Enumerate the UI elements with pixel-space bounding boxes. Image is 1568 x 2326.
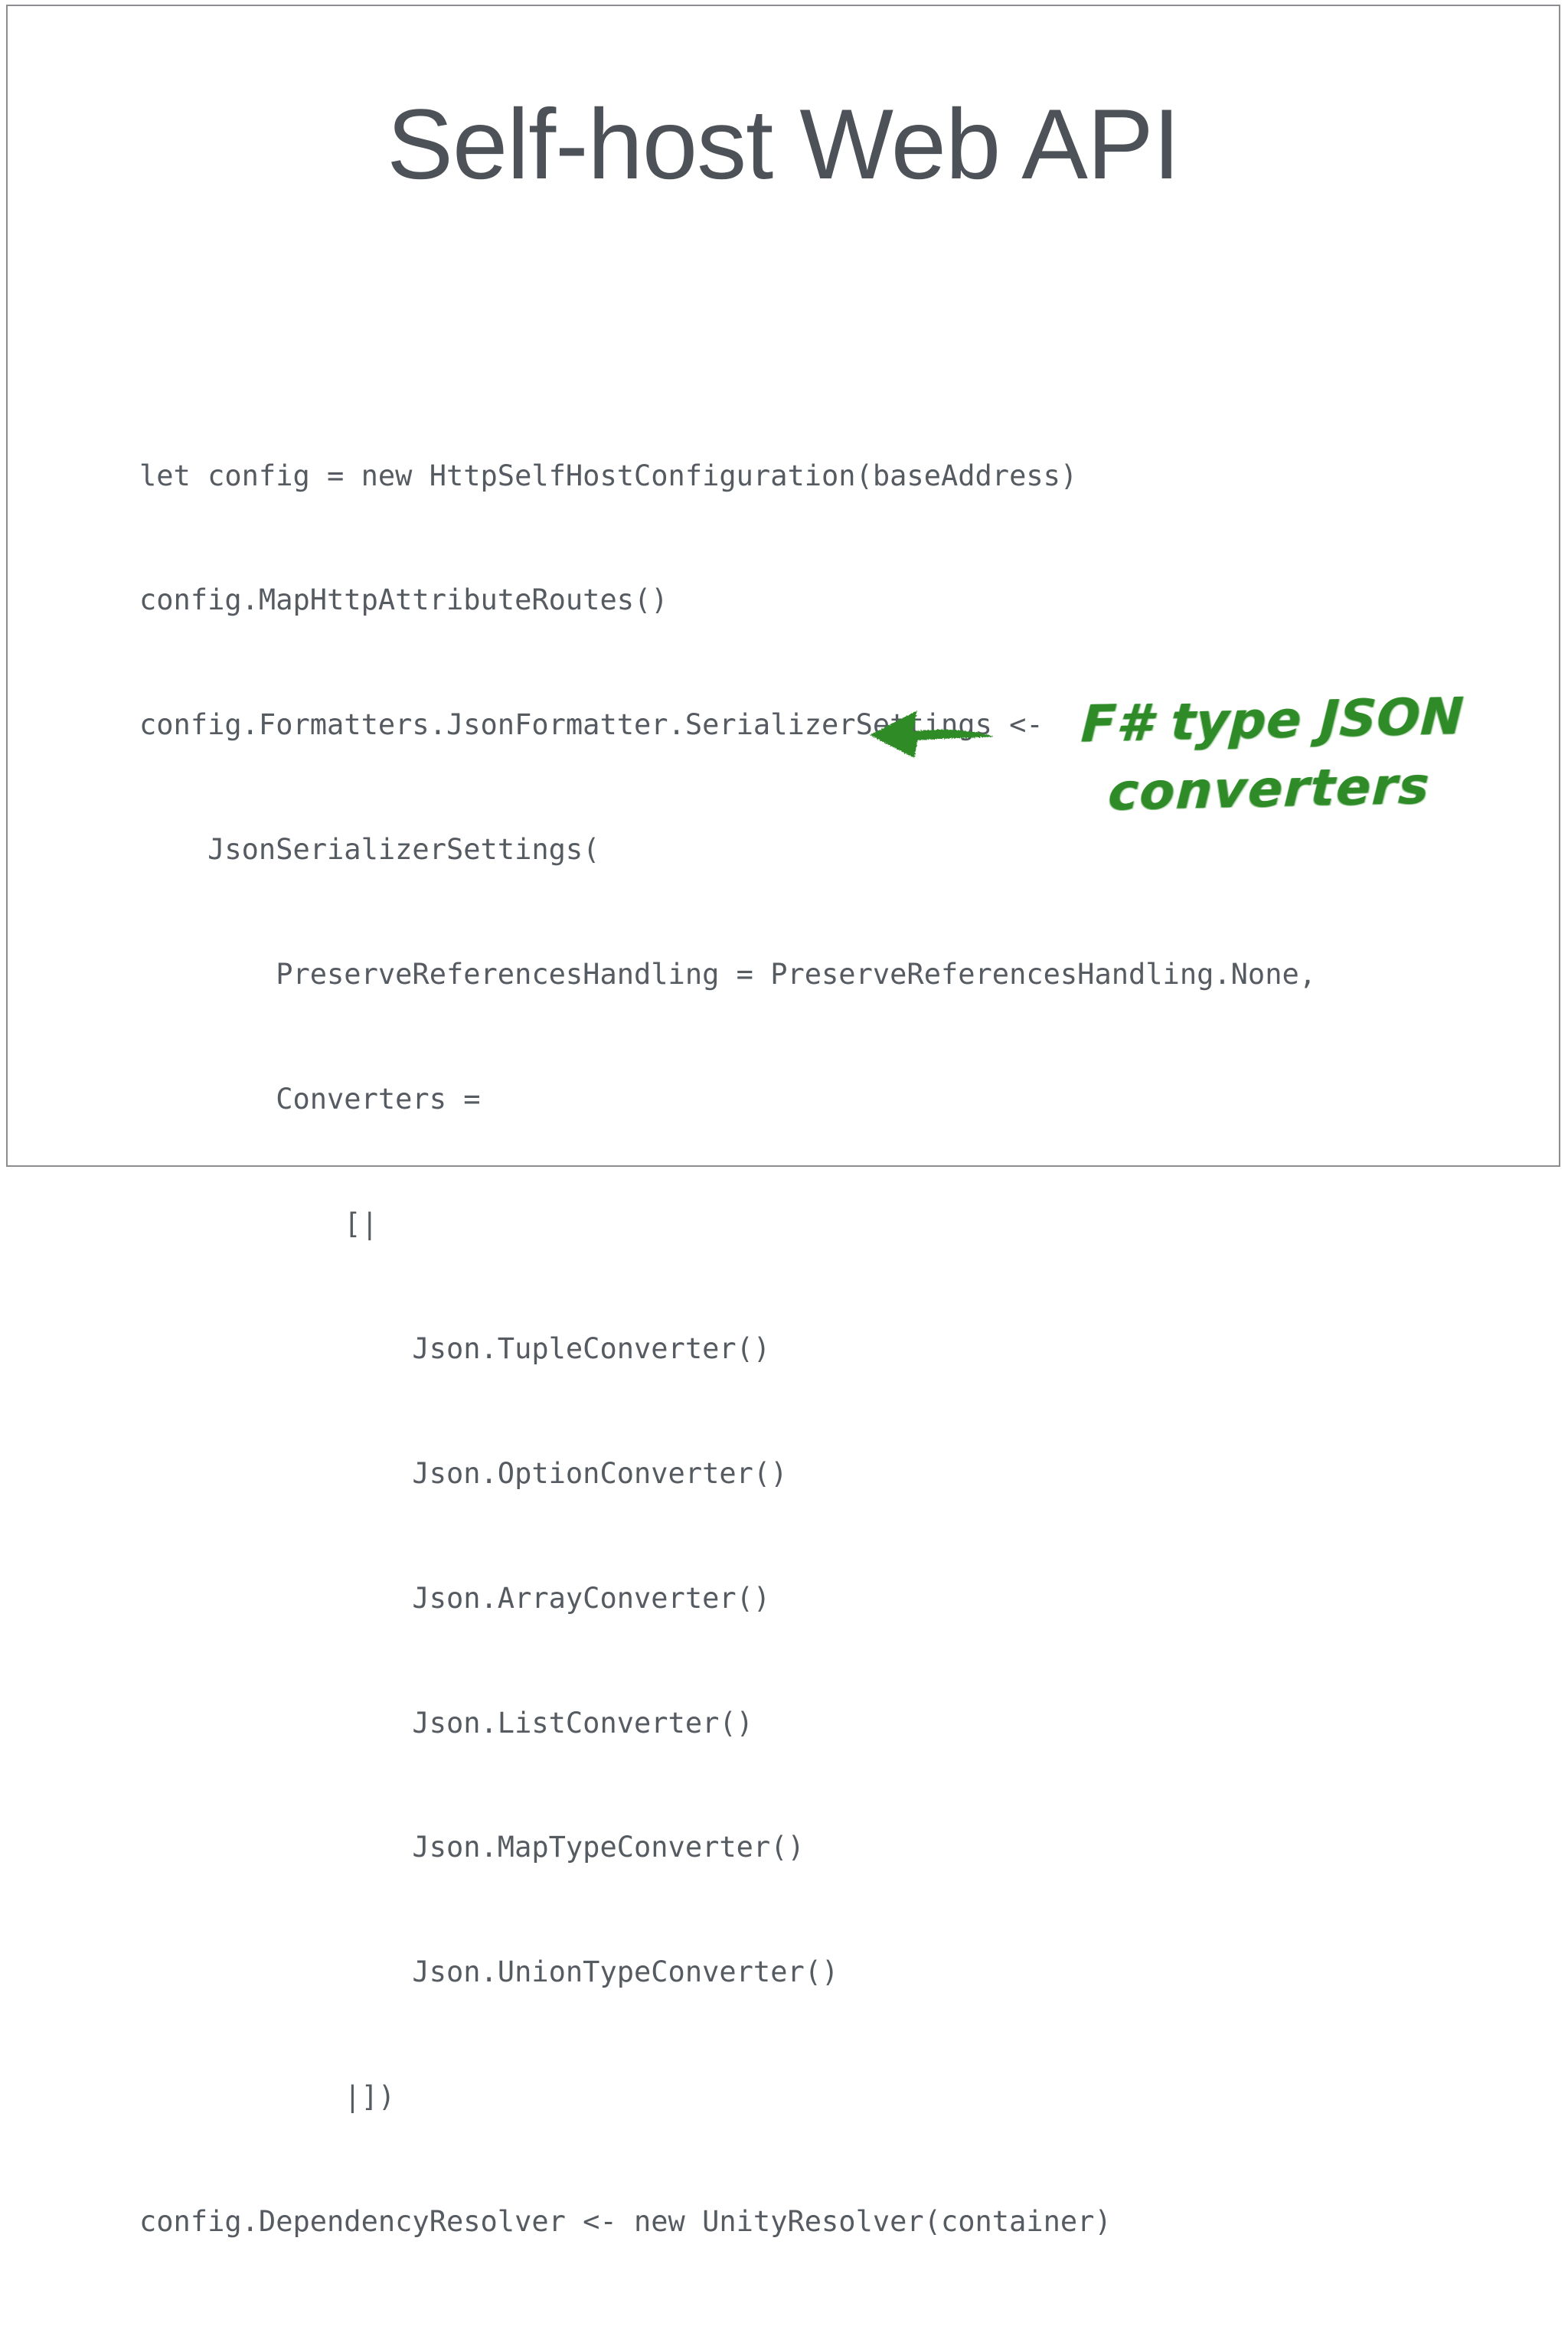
code-line: JsonSerializerSettings( <box>139 833 600 867</box>
annotation-line-1: F# type JSON <box>1080 686 1465 754</box>
code-line: let config = new HttpSelfHostConfigurati… <box>139 459 1078 492</box>
code-line: Converters = <box>139 1083 481 1116</box>
annotation-line-2: converters <box>1106 756 1432 822</box>
code-line: config.Formatters.JsonFormatter.Serializ… <box>139 708 1044 742</box>
annotation-group: F# type JSON converters <box>865 687 1478 871</box>
code-line: config.DependencyResolver <- new UnityRe… <box>139 2205 1112 2239</box>
left-arrow-icon <box>870 711 994 758</box>
code-line: Json.ArrayConverter() <box>139 1581 771 1615</box>
code-line: Json.OptionConverter() <box>139 1456 788 1490</box>
code-block: let config = new HttpSelfHostConfigurati… <box>139 372 1316 2326</box>
page-title: Self-host Web API <box>387 88 1181 200</box>
annotation-text: F# type JSON converters <box>1053 681 1489 828</box>
slide-canvas: Self-host Web API let config = new HttpS… <box>6 5 1560 2238</box>
code-line: Json.TupleConverter() <box>139 1331 771 1365</box>
code-line: Json.ListConverter() <box>139 1706 753 1740</box>
code-line: Json.MapTypeConverter() <box>139 1831 805 1864</box>
code-line: [| <box>139 1207 378 1240</box>
code-line: Json.UnionTypeConverter() <box>139 1955 839 1989</box>
code-line: config.MapHttpAttributeRoutes() <box>139 583 668 617</box>
code-line: |]) <box>139 2080 396 2114</box>
code-line: PreserveReferencesHandling = PreserveRef… <box>139 958 1317 991</box>
